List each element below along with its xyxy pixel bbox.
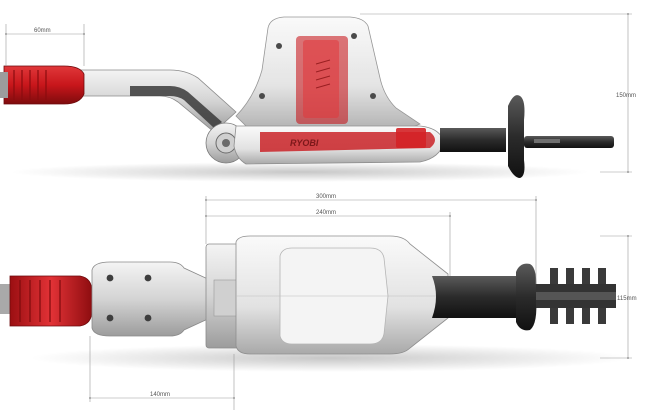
grip-ribs [13,70,47,100]
pole-slot [130,86,222,128]
grip-ribs-top [19,280,61,322]
front-handle-top [432,276,516,318]
pivot-center [222,139,230,147]
handle-block [91,261,211,337]
blade-highlight [534,139,560,143]
housing-screws [259,33,376,99]
brand-mark: RYOBI [290,138,319,148]
joint-knuckle [213,279,239,317]
gear-block [396,128,426,148]
inner-length-label: 240mm [316,210,336,216]
pole-stub-top [0,284,12,314]
side-shadow [10,162,590,182]
front-handle-base [440,128,506,152]
dimension-ticks [5,13,629,399]
top-shadow [30,344,630,372]
blade-teeth [550,268,606,324]
grip-width-label: 60mm [34,28,51,34]
top-view [0,235,630,372]
blade-top-highlight [536,292,616,300]
handle-offset-label: 140mm [150,392,170,398]
motor-vents [315,59,331,89]
body-length-label: 300mm [316,194,336,200]
grip-handle [3,65,85,105]
height-label: 150mm [616,93,636,99]
pole-stub-left [0,72,8,98]
front-handle-guard [508,95,525,178]
grip-handle-top [9,275,93,327]
width-label: 115mm [617,296,637,302]
gear-cutaway [260,132,435,152]
dimension-lines [5,13,632,410]
handle-screws [106,274,152,322]
front-handle-guard-top [516,263,537,331]
side-view: RYOBI [0,16,614,182]
